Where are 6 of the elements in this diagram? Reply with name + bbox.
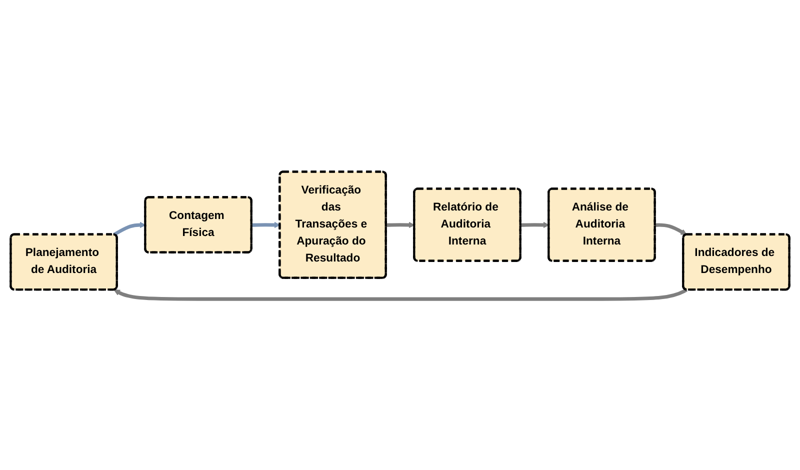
arrow — [655, 222, 687, 235]
arrow — [520, 221, 550, 228]
arrow — [114, 288, 688, 300]
arrow — [386, 221, 415, 228]
arrow — [113, 221, 146, 236]
arrow — [252, 221, 280, 228]
